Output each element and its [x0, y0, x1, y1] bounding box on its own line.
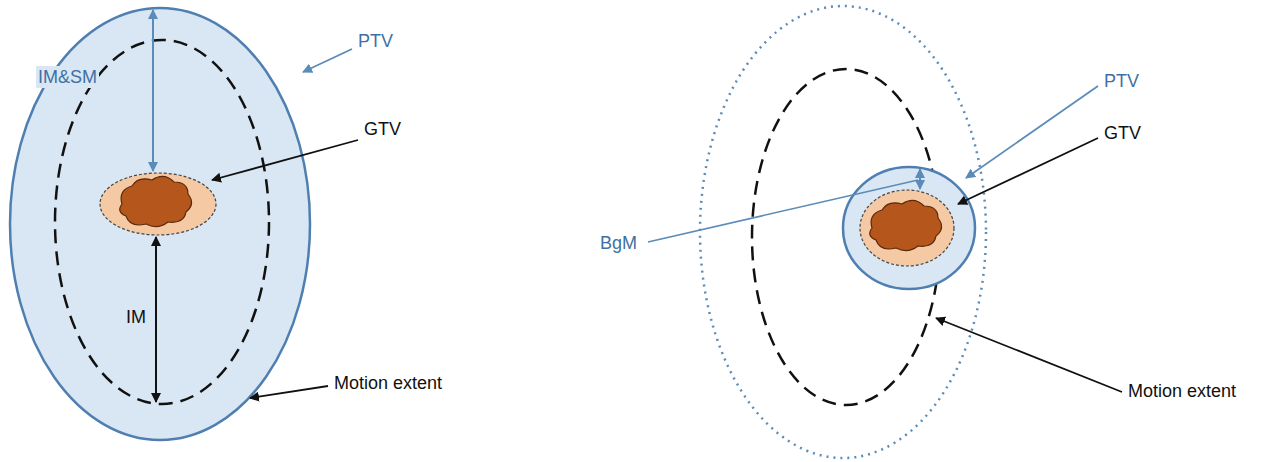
region-label: GTV	[362, 118, 403, 140]
leader-arrow	[250, 386, 328, 398]
margin-arrow	[919, 169, 921, 189]
leader-arrow	[303, 49, 352, 72]
leader-arrow	[966, 86, 1098, 178]
leader-line	[648, 180, 918, 242]
outline-label: Motion extent	[332, 372, 444, 394]
leader-arrow	[936, 318, 1122, 392]
leader-arrow	[212, 140, 358, 180]
region-label: GTV	[1102, 122, 1143, 144]
gtv-tumour	[870, 200, 942, 250]
ptv-region	[10, 8, 310, 440]
region-label: PTV	[1102, 70, 1141, 92]
motion-extent-outline	[55, 40, 269, 404]
margin-label: BgM	[598, 232, 639, 254]
region-label: PTV	[356, 30, 395, 52]
ctv-ring	[860, 190, 954, 266]
ctv-ring	[100, 173, 216, 235]
margin-label: IM	[124, 306, 148, 328]
margin-arrow	[152, 10, 154, 171]
outline-label: Motion extent	[1126, 380, 1238, 402]
margin-label: IM&SM	[36, 66, 99, 88]
outer-dotted-outline	[700, 6, 986, 458]
margin-arrow	[155, 237, 157, 402]
gtv-tumour	[120, 176, 192, 226]
leader-arrow	[958, 138, 1098, 204]
ptv-region	[843, 167, 975, 289]
